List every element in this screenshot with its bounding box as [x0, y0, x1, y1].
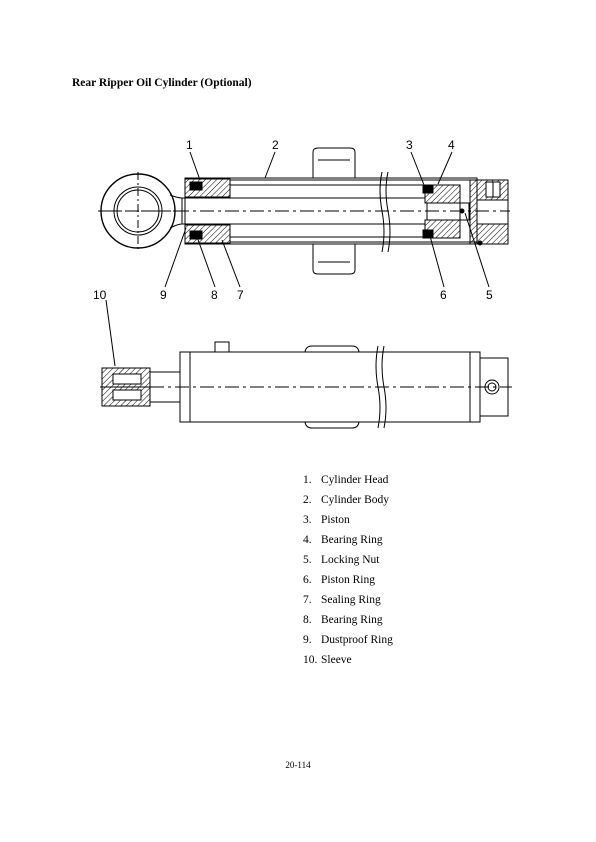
page-title: Rear Ripper Oil Cylinder (Optional) [72, 77, 252, 89]
legend-item: 5. Locking Nut [303, 552, 393, 572]
legend-item-number: 10. [303, 654, 318, 666]
legend-item-label: Bearing Ring [321, 534, 383, 546]
legend-item-number: 7. [303, 594, 312, 606]
callout-3: 3 [406, 138, 413, 152]
callout-9: 9 [160, 288, 167, 302]
legend-item: 3. Piston [303, 512, 393, 532]
legend-item: 9. Dustproof Ring [303, 632, 393, 652]
legend-item-number: 2. [303, 494, 312, 506]
parts-legend: 1. Cylinder Head 2. Cylinder Body 3. Piston… [303, 472, 393, 672]
callout-7: 7 [237, 288, 244, 302]
legend-item-label: Cylinder Head [321, 474, 389, 486]
legend-item-label: Piston [321, 514, 350, 526]
legend-item: 6. Piston Ring [303, 572, 393, 592]
section-view [98, 147, 510, 288]
legend-item-number: 6. [303, 574, 312, 586]
legend-item-label: Bearing Ring [321, 614, 383, 626]
page-number: 20-114 [285, 760, 311, 770]
legend-item-label: Sealing Ring [321, 594, 381, 606]
legend-item: 7. Sealing Ring [303, 592, 393, 612]
legend-item: 2. Cylinder Body [303, 492, 393, 512]
callout-4: 4 [448, 138, 455, 152]
legend-item-label: Locking Nut [321, 554, 380, 566]
legend-item: 10.Sleeve [303, 652, 393, 672]
callout-5: 5 [486, 288, 493, 302]
callout-2: 2 [272, 138, 279, 152]
legend-item: 4. Bearing Ring [303, 532, 393, 552]
callout-8: 8 [211, 288, 218, 302]
callout-10: 10 [93, 288, 107, 302]
legend-item-number: 1. [303, 474, 312, 486]
legend-item-number: 9. [303, 634, 312, 646]
legend-item-label: Dustproof Ring [321, 634, 393, 646]
legend-item-number: 3. [303, 514, 312, 526]
legend-item-number: 8. [303, 614, 312, 626]
callout-6: 6 [440, 288, 447, 302]
legend-item-number: 4. [303, 534, 312, 546]
callout-1: 1 [186, 138, 193, 152]
legend-item-label: Sleeve [321, 654, 352, 666]
legend-item-label: Piston Ring [321, 574, 376, 586]
legend-item-label: Cylinder Body [321, 494, 390, 506]
legend-item: 1. Cylinder Head [303, 472, 393, 492]
outside-view [100, 299, 512, 429]
legend-item-number: 5. [303, 554, 312, 566]
legend-item: 8. Bearing Ring [303, 612, 393, 632]
